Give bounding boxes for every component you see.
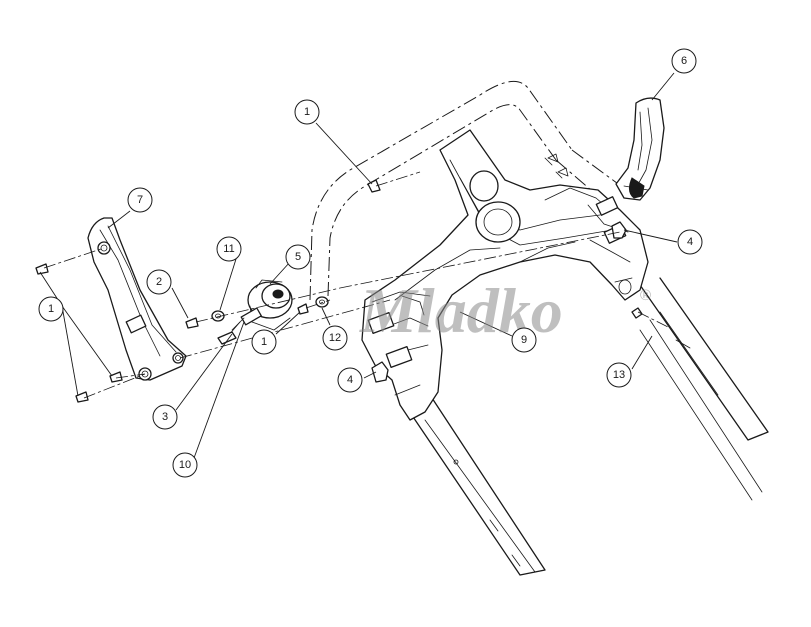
leader-lines [39, 72, 678, 459]
callout: 1 [294, 99, 320, 125]
callout-label: 2 [156, 276, 162, 288]
callout: 1 [251, 329, 277, 355]
callout: 5 [285, 244, 311, 270]
watermark: Mladko ® [359, 275, 651, 346]
control-console [361, 129, 649, 421]
callout: 7 [127, 187, 153, 213]
callout: 12 [322, 325, 348, 351]
lower-handle-right-tube [639, 277, 769, 501]
callout: 6 [671, 48, 697, 74]
callout-label: 11 [223, 243, 234, 255]
bail-lever [615, 97, 665, 201]
watermark-registered-mark: ® [640, 287, 651, 304]
callout-label: 10 [179, 459, 191, 471]
assembly-lines [43, 171, 671, 399]
cable-spool [240, 279, 293, 331]
hardware [35, 153, 643, 403]
callout: 4 [677, 229, 703, 255]
callout-label: 9 [521, 334, 527, 346]
callout-label: 12 [329, 332, 341, 344]
callout: 10 [172, 452, 198, 478]
callout: 3 [152, 404, 178, 430]
mounting-bracket [87, 217, 187, 381]
callout: 13 [606, 362, 632, 388]
callout-label: 1 [48, 303, 54, 315]
callout-label: 13 [613, 369, 625, 381]
callout-label: 4 [347, 374, 353, 386]
callout-label: 7 [137, 194, 143, 206]
callout: 1 [38, 296, 64, 322]
callout: 4 [337, 367, 363, 393]
callout-label: 4 [687, 236, 693, 248]
callout-label: 1 [261, 336, 267, 348]
callout: 2 [146, 269, 172, 295]
callout-label: 5 [295, 251, 301, 263]
callout-label: 1 [304, 106, 310, 118]
callout-label: 3 [162, 411, 168, 423]
cable-link [217, 317, 245, 345]
lower-handle-left-tube [404, 397, 546, 576]
callout: 11 [216, 236, 242, 262]
callout-label: 6 [681, 55, 687, 67]
callout: 9 [511, 327, 537, 353]
